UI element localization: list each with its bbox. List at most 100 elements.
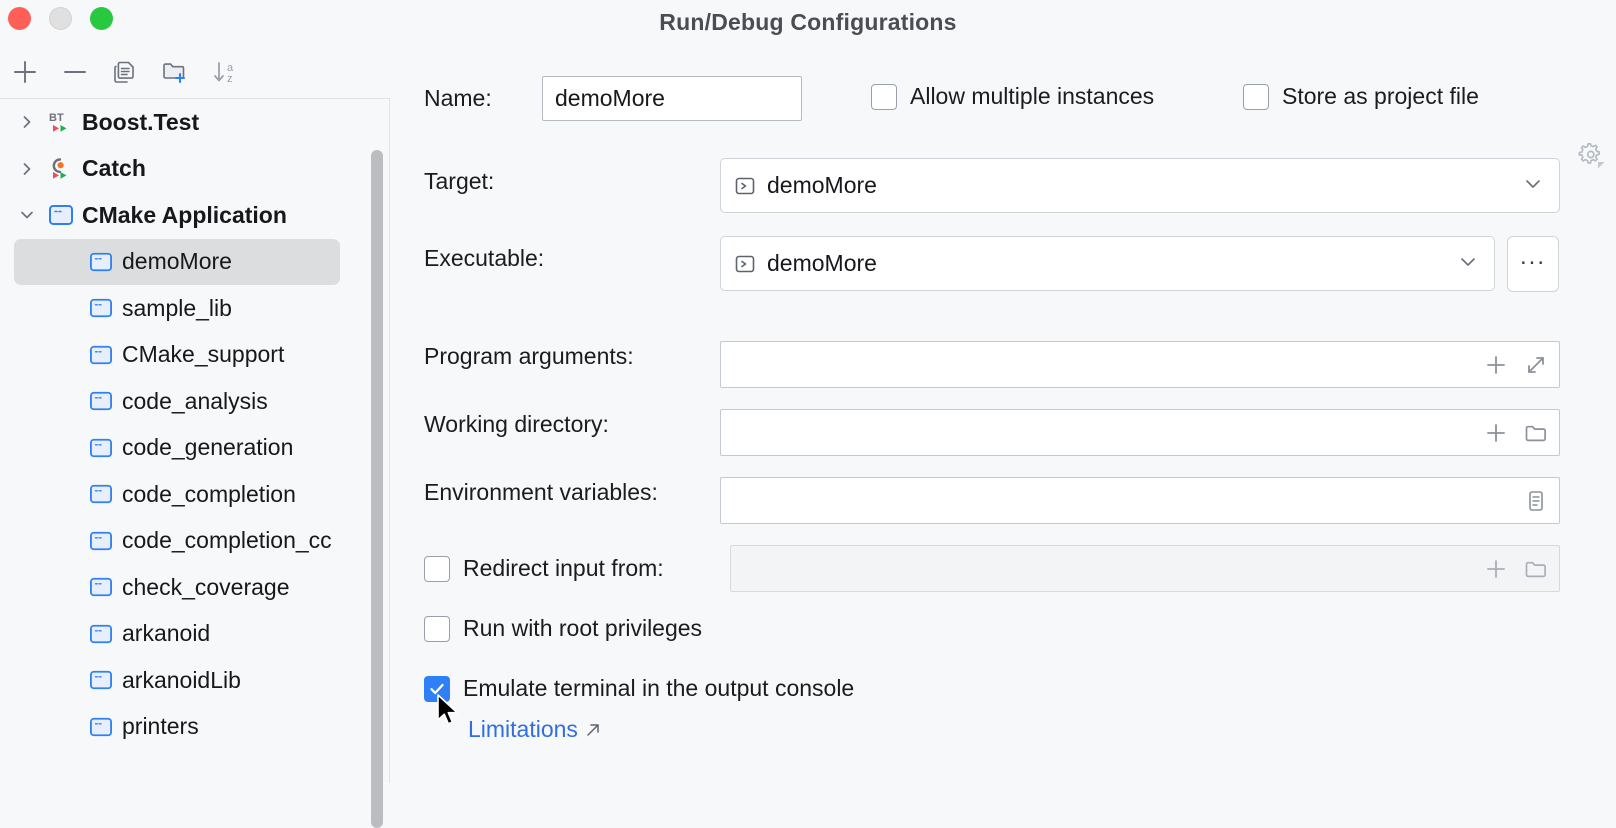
cmake-app-icon [88,576,114,598]
plus-icon[interactable] [1483,352,1509,378]
tree-item-label: code_generation [122,434,294,461]
expand-icon[interactable] [1523,352,1549,378]
allow-multiple-instances-checkbox[interactable]: Allow multiple instances [871,83,1154,110]
sidebar-scrollbar[interactable] [371,150,383,828]
tree-item-printers[interactable]: printers [0,704,390,751]
limitations-link-label: Limitations [468,716,578,742]
executable-combobox[interactable]: demoMore [720,236,1495,291]
svg-text:z: z [227,73,233,85]
tree-item-label: demoMore [122,248,232,275]
traffic-lights [8,7,113,30]
tree-item-label: check_coverage [122,573,290,600]
redirect-input-label: Redirect input from: [463,555,664,581]
copy-configuration-button[interactable] [100,45,150,98]
tree-group-label: Boost.Test [82,108,200,135]
tree-item-demoMore[interactable]: demoMore [14,238,340,285]
cmake-app-icon [88,483,114,505]
tree-item-label: arkanoid [122,620,211,647]
svg-text:a: a [227,62,234,74]
tree-item-code_analysis[interactable]: code_analysis [0,378,390,425]
maximize-window-button[interactable] [90,7,113,30]
gear-icon[interactable] [1576,140,1606,170]
checkbox-box[interactable] [871,83,897,110]
redirect-input-checkbox[interactable]: Redirect input from: [424,555,664,582]
target-combobox[interactable]: demoMore [720,158,1560,213]
tree-item-CMake_support[interactable]: CMake_support [0,332,390,379]
list-edit-icon[interactable] [1523,488,1549,514]
cmake-app-icon [88,530,114,552]
name-row: Name: [424,85,492,112]
tree-item-check_coverage[interactable]: check_coverage [0,564,390,611]
tree-item-arkanoid[interactable]: arkanoid [0,611,390,658]
chevron-right-icon[interactable] [14,161,40,177]
console-target-icon [733,252,757,276]
checkbox-box-checked[interactable] [424,675,450,702]
close-window-button[interactable] [8,7,31,30]
configurations-sidebar: a z BT Boost.Test [0,45,390,828]
program-arguments-label: Program arguments: [424,343,634,369]
environment-variables-label: Environment variables: [424,479,658,505]
new-folder-button[interactable] [150,45,200,98]
tree-item-code_completion[interactable]: code_completion [0,471,390,518]
executable-browse-button[interactable]: ... [1507,236,1559,292]
tree-item-label: code_analysis [122,387,268,414]
title-bar: Run/Debug Configurations [0,0,1616,45]
name-input-value: demoMore [555,85,665,111]
working-directory-input[interactable] [720,409,1560,456]
checkbox-box[interactable] [424,615,450,642]
program-arguments-input[interactable] [720,341,1560,388]
cmake-app-icon [40,203,82,227]
tree-item-label: code_completion_cc [122,527,332,554]
tree-item-label: printers [122,713,199,740]
remove-configuration-button[interactable] [50,45,100,98]
store-as-project-file-label: Store as project file [1282,83,1479,109]
cmake-app-icon [88,623,114,645]
tree-item-sample_lib[interactable]: sample_lib [0,285,390,332]
working-directory-label: Working directory: [424,411,609,437]
minimize-window-button[interactable] [49,7,72,30]
cmake-app-icon [88,669,114,691]
run-with-root-privileges-checkbox[interactable]: Run with root privileges [424,615,702,642]
program-arguments-row: Program arguments: [424,343,634,370]
environment-variables-row: Environment variables: [424,479,658,506]
window-title: Run/Debug Configurations [659,9,957,35]
tree-group-cmake-application[interactable]: CMake Application [0,192,390,239]
tree-item-arkanoidLib[interactable]: arkanoidLib [0,657,390,704]
boost-test-icon: BT [40,107,82,137]
run-with-root-privileges-label: Run with root privileges [463,615,703,641]
environment-variables-input[interactable] [720,477,1560,524]
configurations-tree[interactable]: BT Boost.Test [0,99,390,783]
tree-item-label: CMake_support [122,341,285,368]
redirect-input-path-input[interactable] [730,545,1560,592]
tree-item-label: code_completion [122,480,296,507]
toolbar-divider [0,98,390,99]
configuration-form: Name: demoMore Allow multiple instances … [390,45,1616,783]
plus-icon[interactable] [1483,556,1509,582]
chevron-down-icon[interactable] [1523,172,1543,199]
folder-icon[interactable] [1523,556,1549,582]
name-label: Name: [424,85,492,111]
chevron-down-icon[interactable] [14,207,40,223]
tree-item-code_generation[interactable]: code_generation [0,425,390,472]
plus-icon[interactable] [1483,420,1509,446]
name-input[interactable]: demoMore [542,76,802,121]
tree-item-code_completion_cc[interactable]: code_completion_cc [0,518,390,565]
tree-group-catch[interactable]: Catch [0,146,390,193]
limitations-link[interactable]: Limitations [468,716,602,743]
checkbox-box[interactable] [1243,83,1269,110]
cmake-app-icon [88,251,114,273]
emulate-terminal-checkbox[interactable]: Emulate terminal in the output console [424,675,854,702]
tree-group-boost-test[interactable]: BT Boost.Test [0,99,390,146]
chevron-down-icon[interactable] [1458,250,1478,277]
external-link-icon [584,721,602,739]
checkbox-box[interactable] [424,555,450,582]
cmake-app-icon [88,437,114,459]
working-directory-row: Working directory: [424,411,609,438]
sort-alphabetically-button[interactable]: a z [200,45,250,98]
console-target-icon [733,174,757,198]
add-configuration-button[interactable] [0,45,50,98]
store-as-project-file-checkbox[interactable]: Store as project file [1243,83,1479,110]
chevron-right-icon[interactable] [14,114,40,130]
folder-icon[interactable] [1523,420,1549,446]
